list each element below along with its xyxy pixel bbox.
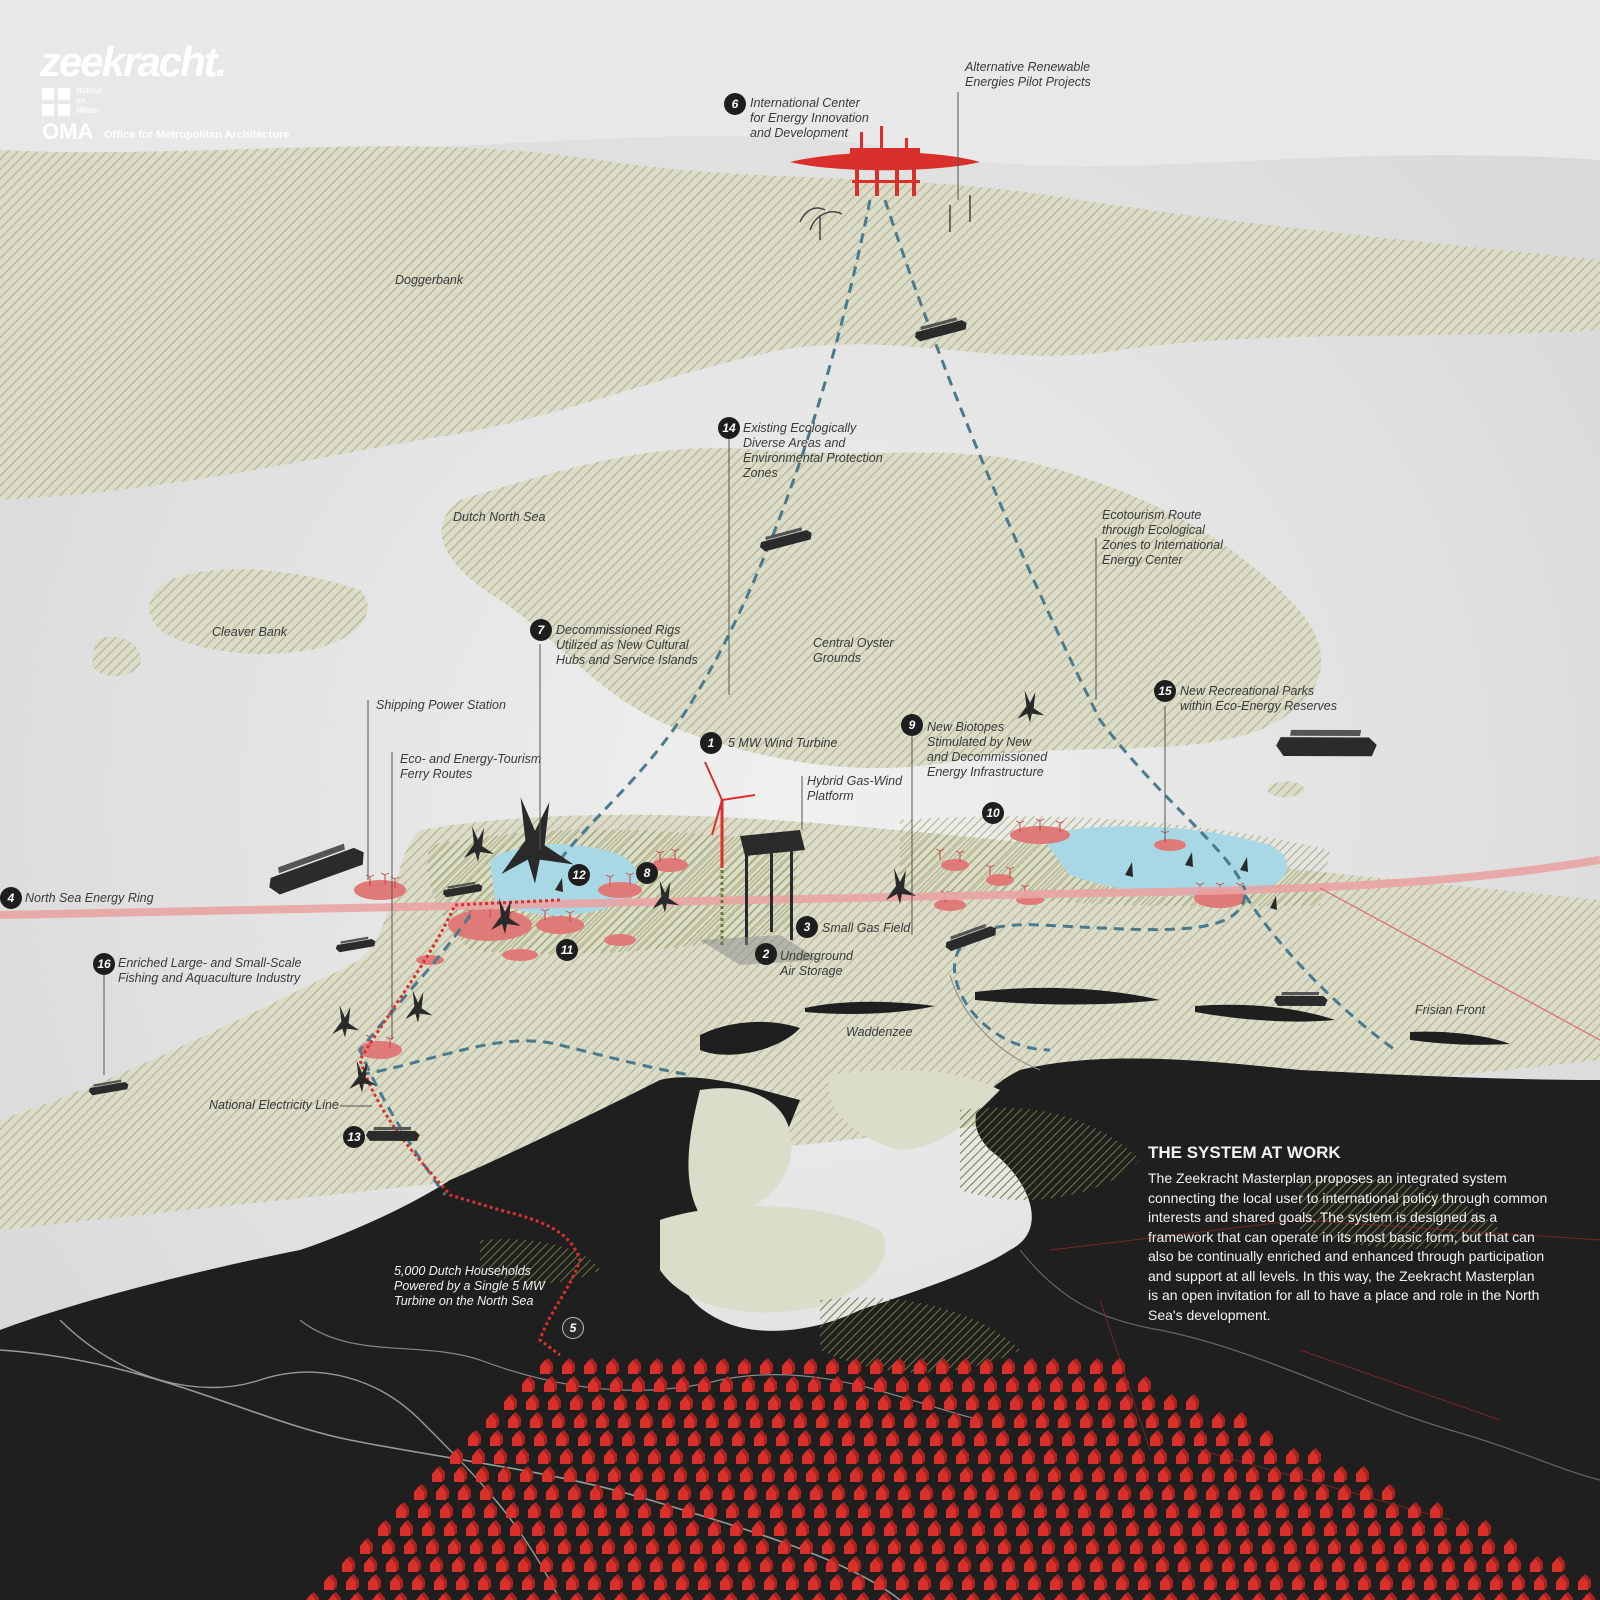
natuur-milieu-logo: Natuur en Milieu	[40, 86, 160, 118]
land-green-2	[820, 1297, 1020, 1373]
central-shoal	[441, 448, 1322, 769]
ferry-routes	[358, 199, 1396, 1196]
wadden-island-5	[700, 1021, 800, 1055]
wadden-inner	[828, 1070, 1000, 1150]
small-shoal-a	[92, 636, 141, 677]
label-shipping-power: Shipping Power Station	[376, 698, 506, 712]
label-eco-areas: Existing Ecologically Diverse Areas and …	[743, 421, 883, 480]
label-waddenzee: Waddenzee	[846, 1025, 913, 1039]
road-network-4	[1019, 1249, 1600, 1481]
pin-10: 10	[982, 802, 1004, 824]
land-green-3	[1300, 1177, 1500, 1249]
label-national-line: National Electricity Line	[209, 1098, 339, 1112]
cleaver-bank-shoal	[149, 569, 368, 654]
wind-turbine-5mw	[704, 761, 756, 868]
pin-1: 1	[700, 732, 722, 754]
label-intl-center: International Center for Energy Innovati…	[750, 96, 869, 140]
land-green-1	[960, 1107, 1140, 1200]
pin-14: 14	[718, 417, 740, 439]
wadden-island-2	[975, 987, 1160, 1005]
label-central-oyster: Central Oyster Grounds	[813, 636, 894, 665]
pin-8: 8	[636, 862, 658, 884]
branding: zeekracht. Natuur en Milieu OMA Office f…	[40, 38, 289, 144]
logo-square-3	[42, 104, 54, 116]
partner-text: Natuur en Milieu	[76, 86, 102, 115]
markermeer	[660, 1206, 886, 1313]
pin-12: 12	[568, 864, 590, 886]
system-at-work-panel: THE SYSTEM AT WORK The Zeekracht Masterp…	[1148, 1143, 1548, 1325]
leader-lines	[103, 92, 1166, 1107]
eco-route-thin	[949, 974, 1041, 1071]
doggerbank-shoal	[0, 146, 1600, 500]
label-gas-field: Small Gas Field	[822, 921, 911, 935]
energy-ring-line	[0, 856, 1600, 919]
pin-16: 16	[93, 953, 115, 975]
pin-2: 2	[755, 943, 777, 965]
pin-7: 7	[530, 619, 552, 641]
label-hybrid-platform: Hybrid Gas-Wind Platform	[807, 774, 903, 803]
label-biotopes: New Biotopes Stimulated by New and Decom…	[927, 720, 1048, 779]
label-dutch-north-sea: Dutch North Sea	[453, 510, 546, 524]
pin-6: 6	[724, 93, 746, 115]
pin-9: 9	[901, 714, 923, 736]
label-alt-renewable: Alternative Renewable Energies Pilot Pro…	[965, 60, 1091, 89]
label-air-storage: Underground Air Storage	[780, 949, 853, 978]
label-cleaver-bank: Cleaver Bank	[212, 625, 288, 639]
oma-subtitle: Office for Metropolitan Architecture	[104, 129, 290, 141]
pin-4: 4	[0, 887, 22, 909]
label-rigs: Decommissioned Rigs Utilized as New Cult…	[556, 623, 698, 667]
label-doggerbank: Doggerbank	[395, 273, 464, 287]
panel-body: The Zeekracht Masterplan proposes an int…	[1148, 1170, 1548, 1323]
sailboats	[555, 852, 1277, 910]
label-frisian-front: Frisian Front	[1415, 1003, 1486, 1017]
pin-3: 3	[796, 916, 818, 938]
logo-square-4	[58, 104, 70, 116]
international-energy-center-platform	[790, 126, 980, 196]
small-shoal-b	[668, 459, 720, 481]
logo-square-1	[42, 88, 54, 100]
label-rec-parks: New Recreational Parks within Eco-Energy…	[1180, 684, 1338, 713]
label-ferry-routes: Eco- and Energy-Tourism Ferry Routes	[400, 752, 542, 781]
wind-park-water-east	[1040, 826, 1287, 897]
small-shoal-c	[568, 562, 619, 580]
land-green-4	[480, 1239, 600, 1284]
pilot-project-kites	[799, 195, 971, 240]
road-network-2	[59, 1319, 561, 1600]
pin-11: 11	[556, 939, 578, 961]
panel-title: THE SYSTEM AT WORK	[1148, 1143, 1341, 1162]
pin-13: 13	[343, 1126, 365, 1148]
zeekracht-logo: zeekracht.	[40, 38, 227, 85]
label-households: 5,000 Dutch Households Powered by a Sing…	[394, 1264, 545, 1308]
pin-5: 5	[562, 1317, 584, 1339]
label-fishing: Enriched Large- and Small-Scale Fishing …	[118, 956, 302, 985]
region-borders	[1049, 1219, 1600, 1521]
energy-ring-extension	[1319, 887, 1600, 1041]
small-shoal-d	[1268, 781, 1305, 798]
wind-park-water-west	[490, 844, 638, 916]
wadden-island-1	[805, 1001, 935, 1014]
wadden-island-3	[1195, 1004, 1335, 1022]
netherlands-land	[0, 1058, 1600, 1600]
logo-square-2	[58, 88, 70, 100]
label-energy-ring: North Sea Energy Ring	[25, 891, 154, 905]
label-ecotourism: Ecotourism Route through Ecological Zone…	[1102, 508, 1223, 567]
national-electricity-line	[358, 898, 582, 1357]
pin-15: 15	[1154, 680, 1176, 702]
cloud-haze	[0, 0, 1600, 167]
label-wind-turbine: 5 MW Wind Turbine	[728, 736, 838, 750]
ijsselmeer	[688, 1088, 792, 1216]
oma-logo: OMA	[42, 119, 94, 144]
wadden-island-4	[1410, 1031, 1510, 1045]
